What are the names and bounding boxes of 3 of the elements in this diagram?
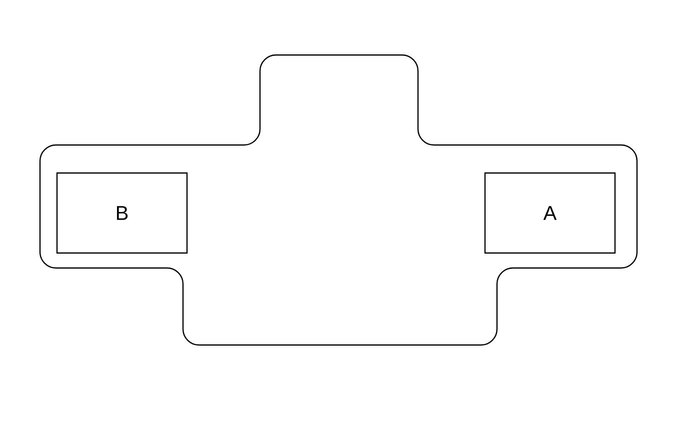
label-box: A <box>484 172 616 254</box>
label-box: B <box>56 172 188 254</box>
outline-shape <box>39 54 638 346</box>
